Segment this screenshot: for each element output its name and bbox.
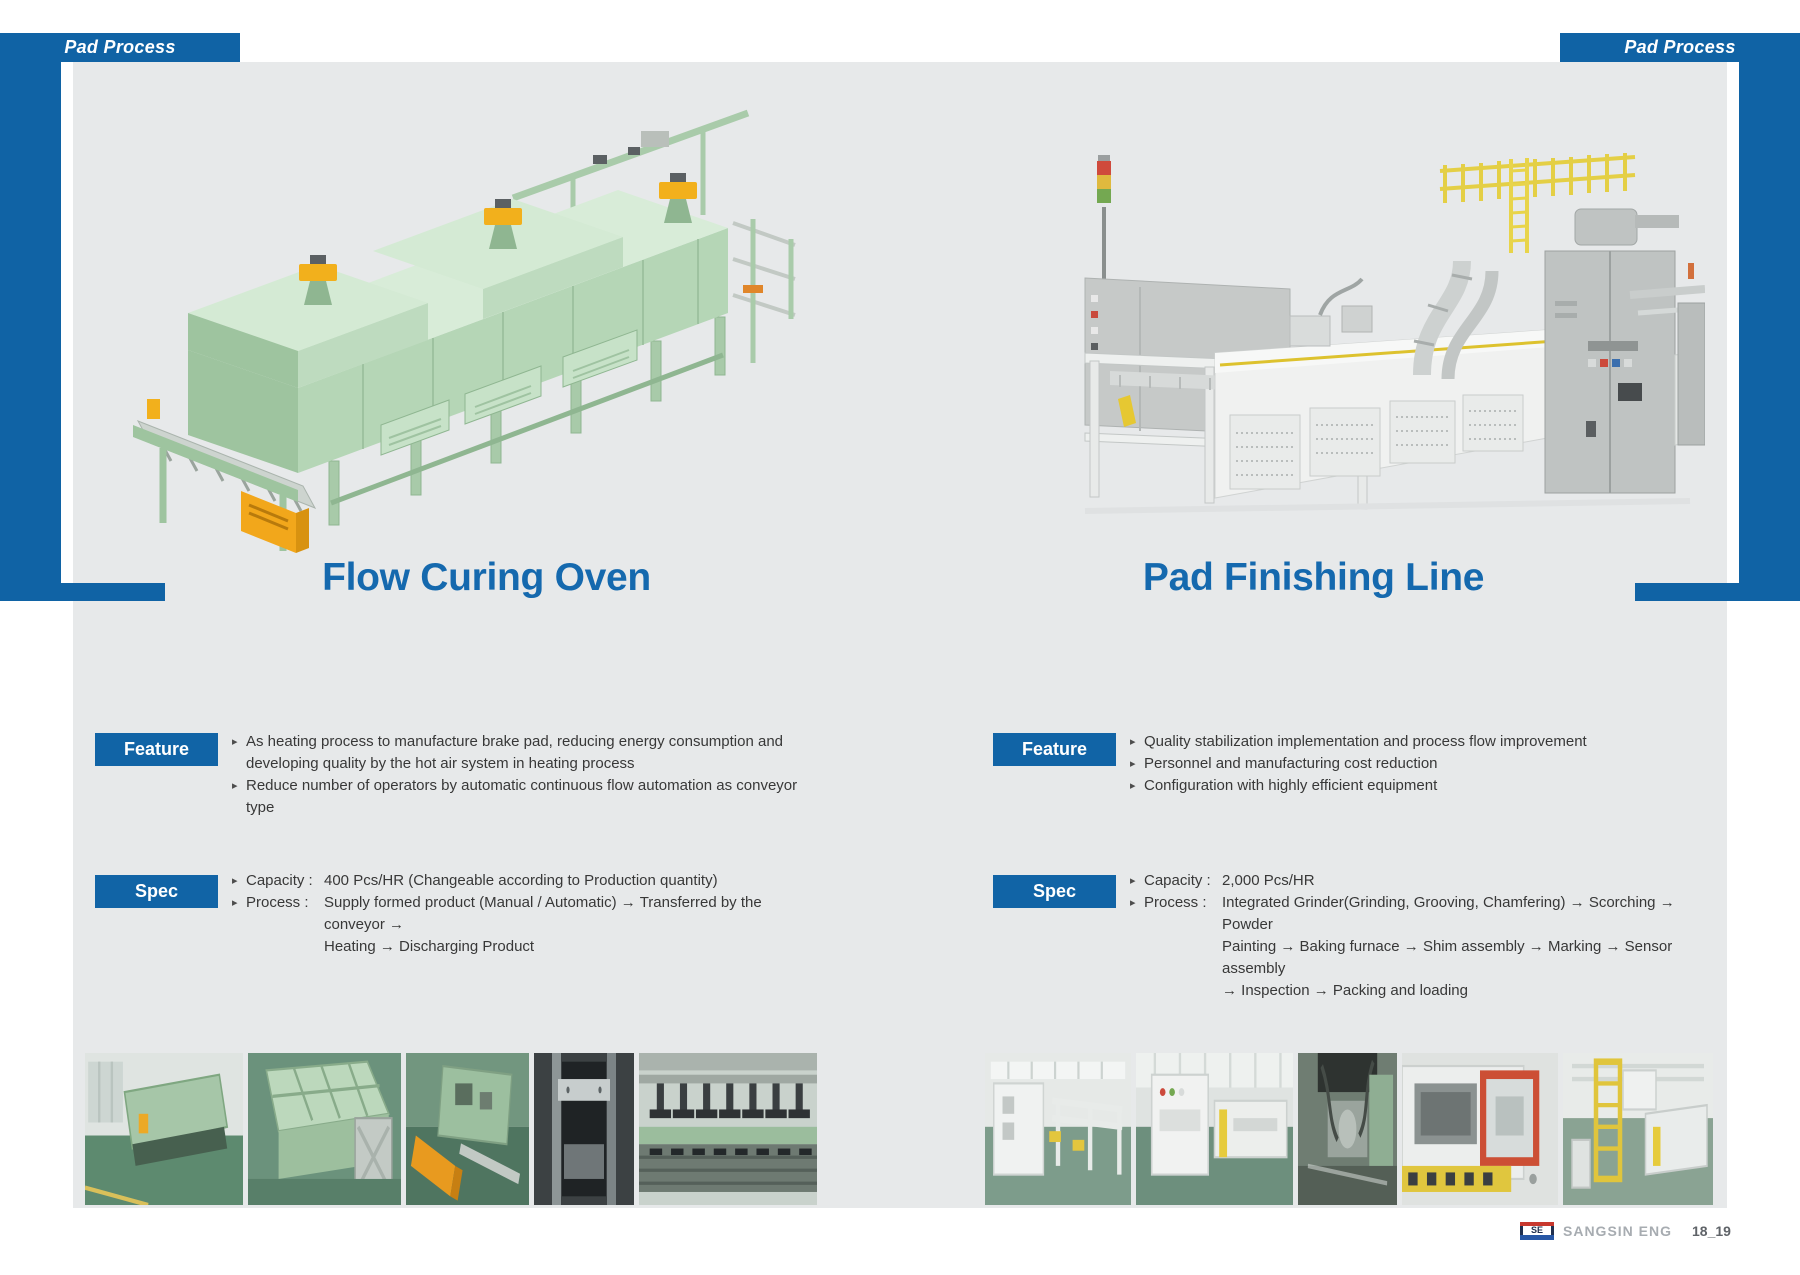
left-feature-label: Feature [95,733,218,766]
spec-item-head: Capacity : [1144,872,1211,889]
right-spec-list: ▸ Capacity : 2,000 Pcs/HR ▸ Process : In… [1130,870,1705,1002]
decorative-bracket-foot-right [1635,583,1800,601]
feature-item: ▸ Reduce number of operators by automati… [232,777,798,816]
right-photo-strip [985,1053,1713,1205]
triangle-bullet-icon: ▸ [232,875,238,887]
logo-red-stripe [1520,1222,1554,1226]
spec-item-body: 400 Pcs/HR (Changeable according to Prod… [324,872,718,889]
spec-item-body: 2,000 Pcs/HR [1222,872,1315,889]
company-name: SANGSIN ENG [1563,1223,1673,1239]
left-product-title: Flow Curing Oven [322,556,651,599]
right-feature-list: ▸ Quality stabilization implementation a… [1130,731,1705,797]
left-photo-strip [85,1053,817,1205]
spec-item-head: Process : [246,894,309,911]
triangle-bullet-icon: ▸ [1130,875,1136,887]
right-spec-label: Spec [993,875,1116,908]
photo-thumbnail [639,1053,817,1205]
sangsin-logo-icon: SE [1520,1222,1554,1240]
spec-item: ▸ Capacity : 400 Pcs/HR (Changeable acco… [232,870,807,892]
photo-thumbnail [248,1053,401,1205]
spec-item-head: Capacity : [246,872,313,889]
content-panel [73,62,1727,1208]
spec-item: ▸ Process : Integrated Grinder(Grinding,… [1130,892,1705,1002]
photo-thumbnail [1136,1053,1293,1205]
feature-item: ▸ Personnel and manufacturing cost reduc… [1130,753,1705,775]
feature-item: ▸ Configuration with highly efficient eq… [1130,775,1705,797]
photo-thumbnail [406,1053,529,1205]
right-feature-label: Feature [993,733,1116,766]
left-spec-label: Spec [95,875,218,908]
spec-item-body: Supply formed product (Manual / Automati… [324,894,762,955]
spec-item-head: Process : [1144,894,1207,911]
logo-blue-stripe [1520,1235,1554,1240]
triangle-bullet-icon: ▸ [1130,780,1136,792]
triangle-bullet-icon: ▸ [1130,736,1136,748]
spec-item: ▸ Process : Supply formed product (Manua… [232,892,807,958]
flow-curing-oven-graphic [133,109,796,553]
decorative-bracket-bar-left [0,62,61,601]
pad-process-ribbon-left: Pad Process [0,33,240,62]
photo-thumbnail [1402,1053,1558,1205]
photo-thumbnail [985,1053,1131,1205]
ribbon-label: Pad Process [1624,37,1736,57]
ribbon-label: Pad Process [64,37,176,57]
left-feature-list: ▸ As heating process to manufacture brak… [232,731,807,819]
decorative-bracket-foot-left [0,583,165,601]
logo-monogram: SE [1520,1226,1554,1235]
spec-item: ▸ Capacity : 2,000 Pcs/HR [1130,870,1705,892]
feature-item: ▸ As heating process to manufacture brak… [232,733,783,772]
photo-thumbnail [85,1053,243,1205]
triangle-bullet-icon: ▸ [232,780,238,792]
triangle-bullet-icon: ▸ [232,736,238,748]
photo-thumbnail [1563,1053,1713,1205]
spec-item-body: Integrated Grinder(Grinding, Grooving, C… [1222,894,1675,999]
decorative-bracket-bar-right [1739,62,1800,601]
page-number: 18_19 [1692,1223,1731,1239]
feature-item: ▸ Quality stabilization implementation a… [1130,731,1705,753]
right-product-title: Pad Finishing Line [1142,556,1485,599]
triangle-bullet-icon: ▸ [1130,758,1136,770]
triangle-bullet-icon: ▸ [232,897,238,909]
left-spec-list: ▸ Capacity : 400 Pcs/HR (Changeable acco… [232,870,807,958]
pad-finishing-line-photo [990,103,1706,563]
photo-thumbnail [1298,1053,1397,1205]
triangle-bullet-icon: ▸ [1130,897,1136,909]
pad-finishing-line-graphic [1084,153,1706,514]
pad-process-ribbon-right: Pad Process [1560,33,1800,62]
photo-thumbnail [534,1053,634,1205]
page-footer: SE SANGSIN ENG 18_19 [1520,1220,1731,1242]
flow-curing-oven-photo [93,103,808,563]
